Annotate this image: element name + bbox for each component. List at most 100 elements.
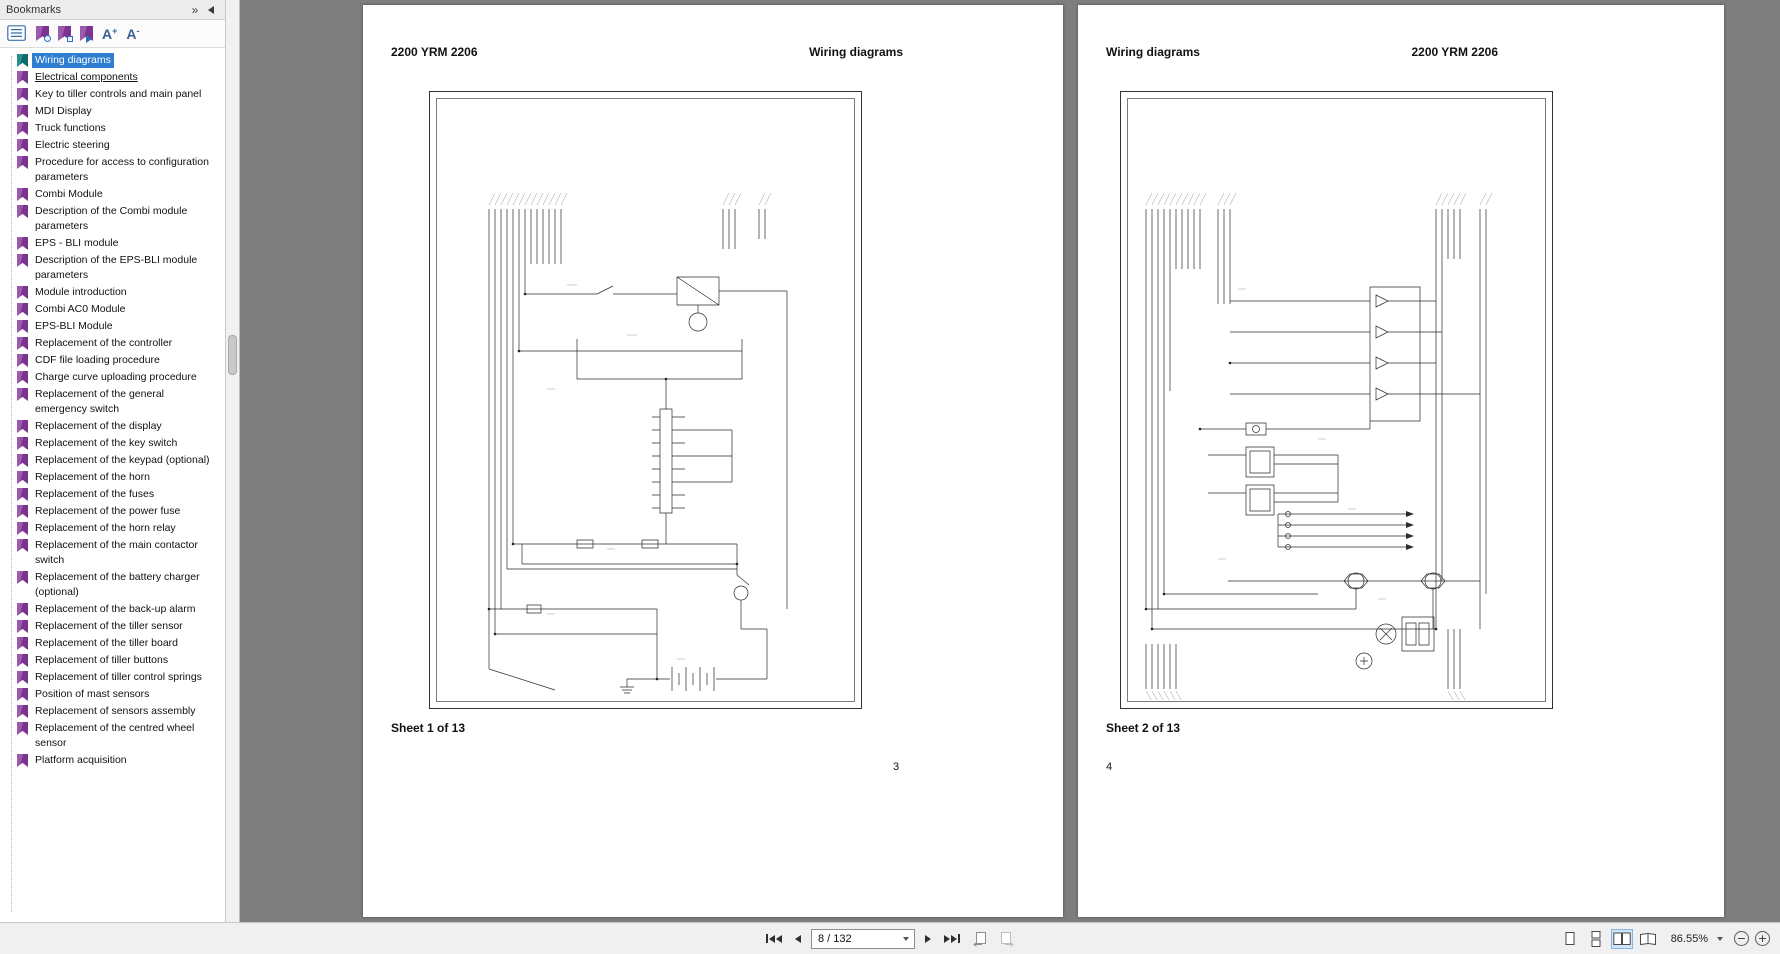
bookmark-item[interactable]: Replacement of the key switch [0, 435, 223, 452]
sheet-label: Sheet 2 of 13 [1106, 721, 1181, 735]
scrollbar-thumb[interactable] [228, 335, 237, 375]
previous-view-icon[interactable] [970, 929, 990, 949]
bookmark-item[interactable]: Wiring diagrams [0, 52, 223, 69]
status-bar: 8 / 132 86.55% [0, 922, 1780, 954]
chevron-down-icon [903, 937, 909, 944]
plus-sign: + [112, 25, 118, 36]
page-number-input[interactable]: 8 / 132 [811, 928, 915, 949]
previous-page-button[interactable] [792, 932, 804, 946]
bookmark-flag-icon [17, 705, 28, 718]
first-page-button[interactable] [763, 931, 785, 946]
bookmark-item[interactable]: CDF file loading procedure [0, 352, 223, 369]
expand-bookmarks-icon[interactable] [36, 26, 51, 42]
book-view-icon[interactable] [1638, 930, 1658, 948]
left-triangle-icon [795, 934, 801, 943]
bookmark-flag-icon [17, 603, 28, 616]
bookmark-item[interactable]: Procedure for access to configuration pa… [0, 154, 223, 186]
bookmark-item[interactable]: Key to tiller controls and main panel [0, 86, 223, 103]
bookmarks-panel-title: Bookmarks [6, 3, 62, 16]
bookmark-item[interactable]: Replacement of the display [0, 418, 223, 435]
bookmark-item[interactable]: Electrical components [0, 69, 223, 86]
zoom-out-button[interactable]: − [1734, 931, 1749, 946]
bookmark-item[interactable]: Replacement of the tiller sensor [0, 618, 223, 635]
bookmark-item[interactable]: EPS - BLI module [0, 235, 223, 252]
bookmark-item[interactable]: Position of mast sensors [0, 686, 223, 703]
page-number-value: 8 / 132 [818, 932, 852, 945]
next-view-icon[interactable] [997, 929, 1017, 949]
bookmark-flag-icon [17, 105, 28, 118]
bookmark-item[interactable]: Replacement of the horn relay [0, 520, 223, 537]
bookmark-flag-icon [17, 71, 28, 84]
bookmark-item[interactable]: Combi AC0 Module [0, 301, 223, 318]
wiring-diagram-sheet-2 [1118, 89, 1555, 711]
bookmark-item[interactable]: Replacement of the tiller board [0, 635, 223, 652]
page-header-left: 2200 YRM 2206 [391, 45, 478, 59]
bookmark-item[interactable]: Description of the EPS-BLI module parame… [0, 252, 223, 284]
page-navigation: 8 / 132 [763, 928, 1017, 949]
bookmark-item[interactable]: Replacement of the battery charger (opti… [0, 569, 223, 601]
right-triangle-icon [944, 934, 950, 943]
bookmark-item[interactable]: Replacement of tiller control springs [0, 669, 223, 686]
left-triangle-icon [769, 934, 775, 943]
toc-list-icon[interactable] [7, 25, 27, 42]
bookmark-flag-icon [17, 620, 28, 633]
pdf-page-4: Wiring diagrams 2200 YRM 2206 [1078, 5, 1724, 917]
bookmark-item[interactable]: Replacement of the fuses [0, 486, 223, 503]
increase-text-size-button[interactable]: A+ [102, 25, 118, 41]
bookmark-flag-icon [17, 188, 28, 201]
bookmark-item[interactable]: Replacement of the main contactor switch [0, 537, 223, 569]
zoom-in-button[interactable]: + [1755, 931, 1770, 946]
bookmark-flag-icon [17, 420, 28, 433]
workspace: Bookmarks » [0, 0, 1780, 922]
square-overlay-icon [67, 36, 73, 42]
locate-bookmark-icon[interactable] [80, 26, 93, 43]
sheet-label: Sheet 1 of 13 [391, 721, 466, 735]
bookmark-item[interactable]: Platform acquisition [0, 752, 223, 769]
bookmark-item[interactable]: Charge curve uploading procedure [0, 369, 223, 386]
bookmark-flag-icon [17, 505, 28, 518]
zoom-level[interactable]: 86.55% [1670, 932, 1708, 945]
bookmark-item[interactable]: Combi Module [0, 186, 223, 203]
bar-glyph [958, 934, 960, 943]
bookmark-item[interactable]: Replacement of the back-up alarm [0, 601, 223, 618]
single-page-view-icon[interactable] [1560, 930, 1580, 948]
bookmark-item[interactable]: Replacement of the keypad (optional) [0, 452, 223, 469]
pdf-page-3: 2200 YRM 2206 Wiring diagrams [363, 5, 1063, 917]
bookmark-flag-icon [17, 388, 28, 401]
last-page-button[interactable] [941, 931, 963, 946]
bookmark-item[interactable]: Truck functions [0, 120, 223, 137]
document-view: 2200 YRM 2206 Wiring diagrams [240, 0, 1780, 922]
bookmark-item[interactable]: EPS-BLI Module [0, 318, 223, 335]
bookmark-flag-icon [17, 539, 28, 552]
bookmark-item[interactable]: Replacement of sensors assembly [0, 703, 223, 720]
next-page-button[interactable] [922, 932, 934, 946]
bookmark-item[interactable]: Replacement of the horn [0, 469, 223, 486]
wiring-diagram-sheet-1 [427, 89, 864, 711]
facing-pages-view-icon[interactable] [1611, 928, 1633, 949]
decrease-text-size-button[interactable]: A- [126, 25, 140, 41]
bookmark-item[interactable]: Replacement of tiller buttons [0, 652, 223, 669]
page-header-right: Wiring diagrams [809, 45, 903, 59]
bookmark-flag-icon [17, 320, 28, 333]
bookmark-item[interactable]: Replacement of the centred wheel sensor [0, 720, 223, 752]
bookmark-flag-icon [17, 488, 28, 501]
right-triangle-icon [951, 934, 957, 943]
panel-collapse-icon[interactable]: » [191, 2, 199, 17]
bookmark-item[interactable]: Replacement of the power fuse [0, 503, 223, 520]
zoom-dropdown-icon[interactable] [1717, 937, 1723, 944]
collapse-bookmarks-icon[interactable] [58, 26, 73, 42]
bookmark-item[interactable]: Replacement of the controller [0, 335, 223, 352]
panel-hide-icon[interactable] [203, 2, 219, 18]
continuous-view-icon[interactable] [1586, 930, 1606, 948]
bookmark-item[interactable]: Replacement of the general emergency swi… [0, 386, 223, 418]
bookmark-flag-icon [17, 88, 28, 101]
bookmark-item[interactable]: Description of the Combi module paramete… [0, 203, 223, 235]
sidebar-scrollbar[interactable] [226, 0, 240, 922]
bookmark-item[interactable]: Electric steering [0, 137, 223, 154]
bookmark-item[interactable]: Module introduction [0, 284, 223, 301]
bookmark-flag-icon [17, 205, 28, 218]
bookmark-flag-icon [17, 122, 28, 135]
minus-sign: - [136, 25, 140, 36]
bookmark-item[interactable]: MDI Display [0, 103, 223, 120]
